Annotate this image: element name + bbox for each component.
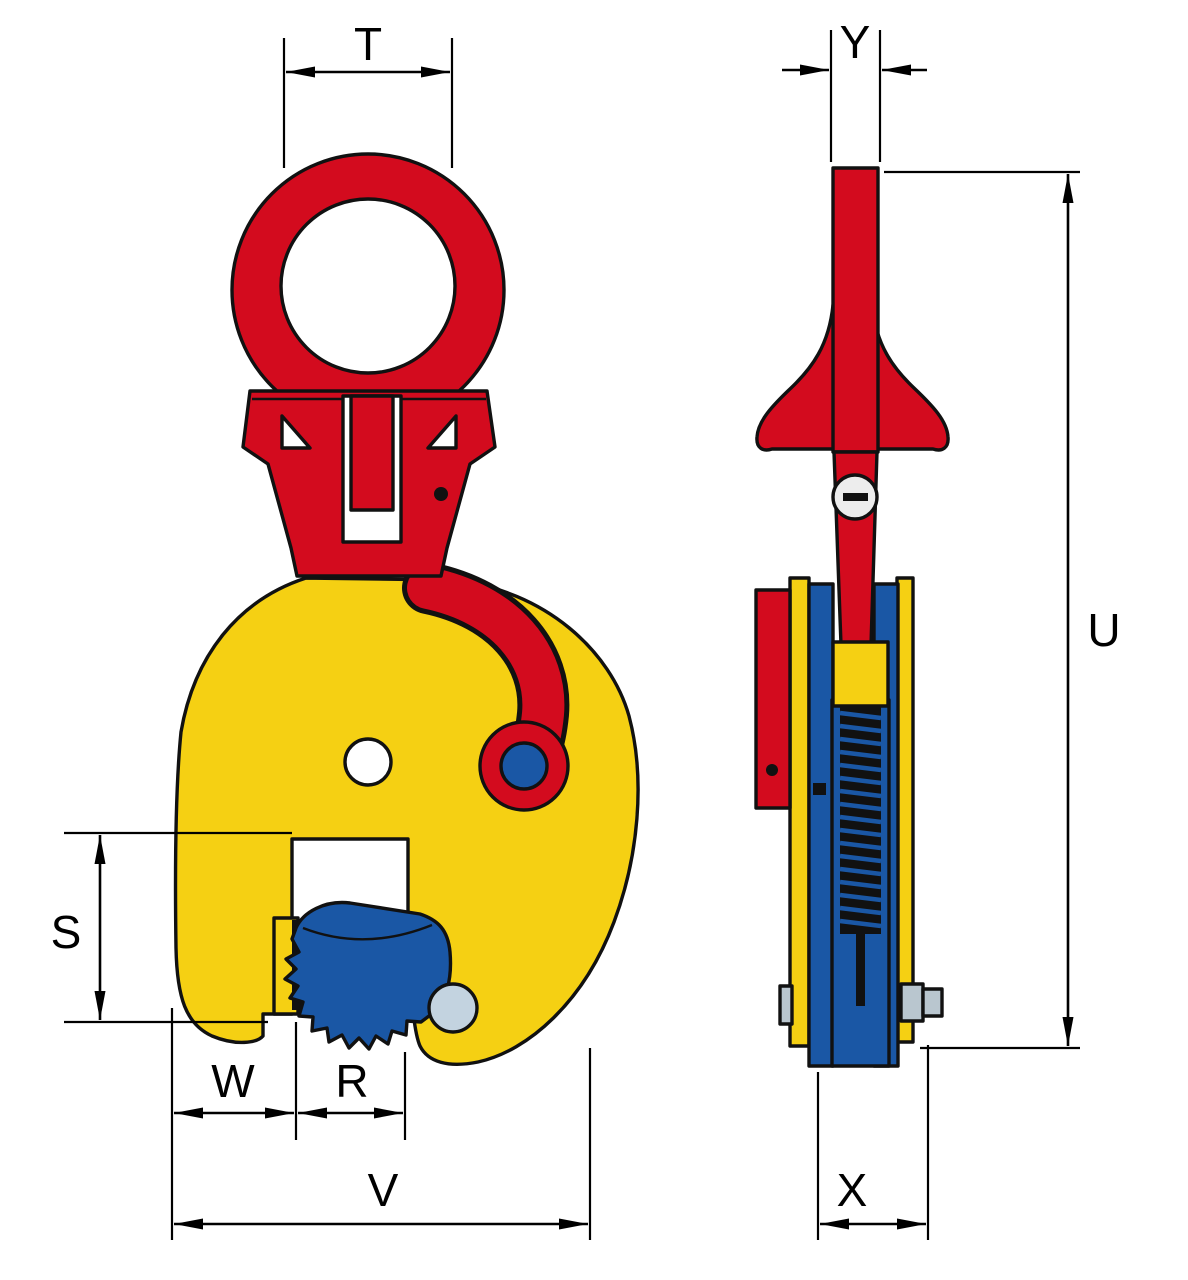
dim-label-x: X — [837, 1164, 868, 1216]
spring-retainer-pin — [813, 783, 826, 795]
dim-label-y: Y — [840, 16, 871, 68]
clamp-body-side — [754, 576, 944, 1068]
dim-label-u: U — [1087, 604, 1120, 656]
dim-label-w: W — [211, 1055, 255, 1107]
spring-coils — [839, 710, 882, 929]
bracket-pin-hole — [434, 487, 448, 501]
swivel-pin-slot — [843, 493, 868, 501]
bracket-cutout-right — [426, 414, 458, 450]
dimension-x: X — [816, 1045, 930, 1240]
side-dimensions: Y U X — [782, 16, 1121, 1240]
cam-axle-bolt — [899, 982, 925, 1023]
lifting-eye-hole — [279, 197, 457, 375]
lifting-eye-assembly — [230, 152, 506, 578]
dimension-y: Y — [782, 16, 927, 162]
side-left-pad — [778, 984, 794, 1026]
cam-seam — [302, 923, 433, 941]
cam-axle-bolt-head — [921, 987, 944, 1018]
dim-label-r: R — [335, 1055, 368, 1107]
bracket-cutout-left — [280, 414, 312, 450]
side-plate-yellow-left — [788, 576, 811, 1048]
eye-plate-side — [831, 166, 880, 454]
dimension-w: W — [170, 1008, 298, 1240]
release-lever — [402, 562, 570, 812]
dimension-s: S — [51, 831, 292, 1024]
body-hole — [343, 737, 393, 787]
dim-label-v: V — [368, 1164, 399, 1216]
dimension-u: U — [884, 170, 1121, 1050]
dimension-t: T — [282, 18, 454, 168]
dim-label-s: S — [51, 906, 82, 958]
side-plate-blue-left — [807, 582, 835, 1068]
side-view: Y U X — [754, 16, 1121, 1240]
front-dimensions: T S W R — [51, 18, 592, 1240]
cam-pivot — [427, 982, 479, 1034]
dimension-r: R — [298, 1052, 407, 1140]
dim-label-t: T — [354, 18, 382, 70]
front-view: T S W R — [51, 18, 640, 1240]
side-center-block — [831, 640, 890, 708]
swivel-tongue — [349, 394, 395, 512]
dimension-v: V — [174, 1048, 592, 1240]
lever-pivot-hole — [499, 741, 549, 791]
cam-jaw — [283, 900, 479, 1051]
spring-rod — [856, 932, 865, 1006]
lock-bracket-hole — [766, 764, 778, 776]
